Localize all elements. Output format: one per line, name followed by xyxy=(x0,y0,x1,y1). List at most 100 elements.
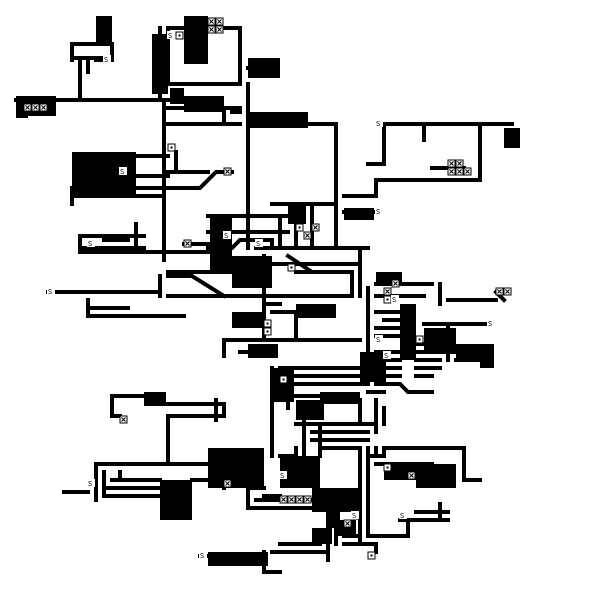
solid-block xyxy=(170,88,184,104)
box-icon xyxy=(287,263,296,272)
solid-block xyxy=(480,344,494,368)
spawn-marker: S xyxy=(256,240,260,248)
crate-icon xyxy=(495,287,504,296)
box-icon xyxy=(415,335,424,344)
solid-block xyxy=(416,464,456,488)
solid-block xyxy=(312,488,360,512)
solid-block xyxy=(144,392,166,406)
spawn-marker-bg xyxy=(87,479,95,487)
solid-block xyxy=(424,328,456,354)
crate-icon xyxy=(447,159,456,168)
spawn-marker: S xyxy=(376,336,380,344)
crate-icon xyxy=(31,103,40,112)
spawn-marker-bg xyxy=(103,55,111,63)
crate-icon xyxy=(215,17,224,26)
spawn-marker-bg xyxy=(375,119,383,127)
spawn-marker: S xyxy=(200,552,204,560)
crate-icon xyxy=(311,223,320,232)
solid-block xyxy=(344,208,374,220)
crate-icon xyxy=(183,239,192,248)
spawn-marker-bg xyxy=(375,335,383,343)
wall-path xyxy=(366,446,466,482)
crate-icon xyxy=(303,231,312,240)
solid-block xyxy=(184,96,224,112)
block-layer xyxy=(16,16,520,566)
solid-block xyxy=(272,368,294,402)
solid-block xyxy=(456,344,480,360)
wall-path xyxy=(342,122,482,198)
spawn-marker: S xyxy=(48,288,52,296)
wall-path xyxy=(270,550,330,562)
solid-block xyxy=(296,304,336,318)
solid-block xyxy=(96,16,112,44)
solid-block xyxy=(232,312,262,328)
spawn-marker-bg xyxy=(279,471,287,479)
spawn-marker-bg xyxy=(375,207,383,215)
wall-path xyxy=(254,246,362,298)
box-icon xyxy=(383,463,392,472)
spawn-marker-bg xyxy=(167,31,175,39)
spawn-marker-bg xyxy=(487,319,495,327)
spawn-marker: S xyxy=(376,208,380,216)
spawn-marker-bg xyxy=(351,511,359,519)
spawn-marker: S xyxy=(280,472,284,480)
solid-block xyxy=(232,256,272,288)
spawn-marker: S xyxy=(352,512,356,520)
spawn-marker-bg xyxy=(399,511,407,519)
spawn-marker-bg xyxy=(255,239,263,247)
box-icon xyxy=(175,31,184,40)
crate-icon xyxy=(223,167,232,176)
spawn-marker: S xyxy=(120,168,124,176)
crate-icon xyxy=(23,103,32,112)
solid-block xyxy=(312,528,332,544)
solid-block xyxy=(320,392,360,404)
spawn-marker-bg xyxy=(383,351,391,359)
crate-icon xyxy=(503,287,512,296)
solid-block xyxy=(248,344,278,358)
crate-icon xyxy=(207,17,216,26)
spawn-marker: S xyxy=(88,240,92,248)
spawn-marker-bg xyxy=(223,231,231,239)
spawn-marker: S xyxy=(400,512,404,520)
wall-path xyxy=(342,542,378,554)
crate-icon xyxy=(39,103,48,112)
spawn-marker-bg xyxy=(87,239,95,247)
spawn-marker: S xyxy=(376,120,380,128)
spawn-marker: S xyxy=(392,296,396,304)
spawn-marker: S xyxy=(88,480,92,488)
crate-icon xyxy=(447,167,456,176)
spawn-marker-bg xyxy=(199,551,207,559)
box-icon xyxy=(367,551,376,560)
box-icon xyxy=(167,143,176,152)
wall-layer xyxy=(14,26,514,574)
crate-icon xyxy=(407,471,416,480)
spawn-marker-bg xyxy=(391,295,399,303)
crate-icon xyxy=(343,519,352,528)
solid-block xyxy=(210,216,232,272)
solid-block xyxy=(184,16,208,64)
solid-block xyxy=(248,58,280,78)
spawn-marker-bg xyxy=(47,287,55,295)
solid-block xyxy=(400,304,416,360)
wall-path xyxy=(166,402,226,418)
wall-path xyxy=(166,270,354,298)
solid-block xyxy=(248,112,308,128)
crate-icon xyxy=(391,279,400,288)
solid-block xyxy=(288,206,306,224)
crate-icon xyxy=(215,25,224,34)
solid-block xyxy=(296,400,324,420)
crate-icon xyxy=(455,167,464,176)
spawn-marker: S xyxy=(384,352,388,360)
solid-block xyxy=(160,480,192,520)
wall-path xyxy=(246,122,338,250)
crate-icon xyxy=(303,495,312,504)
box-icon xyxy=(383,295,392,304)
solid-block xyxy=(208,448,264,488)
solid-block xyxy=(360,352,386,382)
box-icon xyxy=(279,375,288,384)
box-icon xyxy=(295,223,304,232)
spawn-marker-bg xyxy=(119,167,127,175)
crate-icon xyxy=(279,495,288,504)
